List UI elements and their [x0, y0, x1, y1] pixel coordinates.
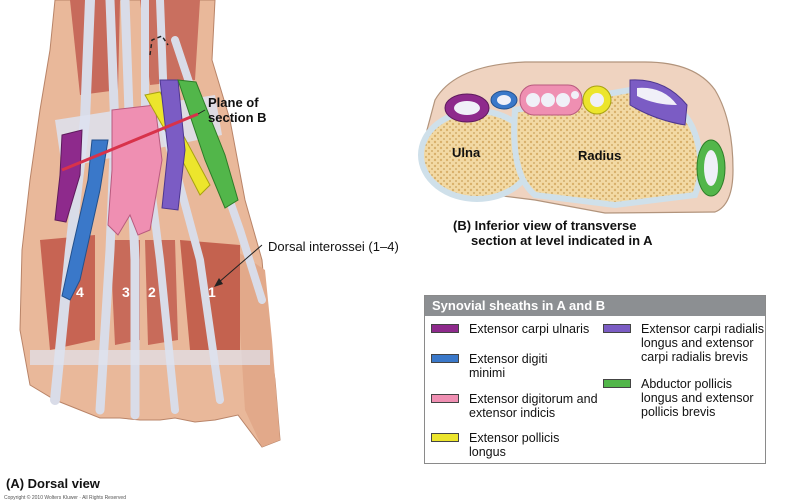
- plane-of-section-label: Plane of section B: [208, 95, 267, 125]
- legend-label: Extensor carpi ulnaris: [469, 322, 590, 336]
- caption-a: (A) Dorsal view: [6, 476, 100, 491]
- ulna-label: Ulna: [452, 145, 481, 160]
- swatch-extensor-digitorum: [431, 394, 459, 403]
- sheath-extensor-digitorum: [107, 104, 163, 236]
- legend-label: Extensor pollicis longus: [469, 431, 560, 459]
- dashed-outline: [149, 35, 169, 56]
- sheath-extensor-digiti-minimi: [61, 139, 109, 301]
- section-tendon: [637, 87, 677, 105]
- plane-of-section-line2: section B: [208, 110, 267, 125]
- swatch-extensor-carpi-radialis: [603, 324, 631, 333]
- interosseous-number: 1: [208, 284, 216, 300]
- cross-section-illustration: [418, 61, 734, 214]
- plane-of-section-line1: Plane of: [208, 95, 259, 110]
- section-tendon: [704, 150, 718, 186]
- dorsal-interossei-label: Dorsal interossei (1–4): [268, 239, 399, 254]
- sheath-extensor-carpi-ulnaris: [54, 129, 83, 223]
- sheath-abductor-pollicis-longus: [177, 79, 239, 209]
- caption-b-line2: section at level indicated in A: [471, 233, 653, 248]
- interossei-leader-line: [217, 244, 263, 284]
- section-tendon: [454, 101, 480, 115]
- legend-label: Extensor carpi radialis longus and exten…: [641, 322, 764, 364]
- swatch-extensor-carpi-ulnaris: [431, 324, 459, 333]
- interosseous-number: 4: [76, 284, 84, 300]
- section-tendon: [556, 93, 570, 107]
- interosseous-number: 2: [148, 284, 156, 300]
- plane-of-section-line: [61, 112, 199, 172]
- section-tendon: [590, 93, 604, 107]
- interosseous-1-muscle: [180, 240, 240, 350]
- thumb: [235, 250, 280, 447]
- hand-illustration: [19, 0, 281, 448]
- tendon-web: [30, 350, 270, 365]
- caption-b-line1: (B) Inferior view of transverse: [453, 218, 637, 233]
- interosseous-number: 3: [122, 284, 130, 300]
- legend-label: Extensor digiti minimi: [469, 352, 548, 380]
- legend-label: Extensor digitorum and extensor indicis: [469, 392, 598, 420]
- section-tendon: [526, 93, 540, 107]
- interossei-arrowhead: [214, 278, 223, 287]
- section-tendon: [497, 95, 511, 105]
- swatch-abductor-pollicis-longus: [603, 379, 631, 388]
- legend-box: Synovial sheaths in A and B Extensor car…: [424, 295, 766, 464]
- caption-b: (B) Inferior view of transverse section …: [453, 218, 653, 248]
- copyright-notice: Copyright © 2010 Wolters Kluwer · All Ri…: [4, 495, 126, 501]
- swatch-extensor-pollicis-longus: [431, 433, 459, 442]
- swatch-extensor-digiti-minimi: [431, 354, 459, 363]
- section-tendon: [541, 93, 555, 107]
- legend-label: Abductor pollicis longus and extensor po…: [641, 377, 754, 419]
- legend-title: Synovial sheaths in A and B: [425, 296, 765, 316]
- plane-leader: [197, 109, 206, 115]
- radius-label: Radius: [578, 148, 622, 163]
- section-tendon: [571, 91, 579, 99]
